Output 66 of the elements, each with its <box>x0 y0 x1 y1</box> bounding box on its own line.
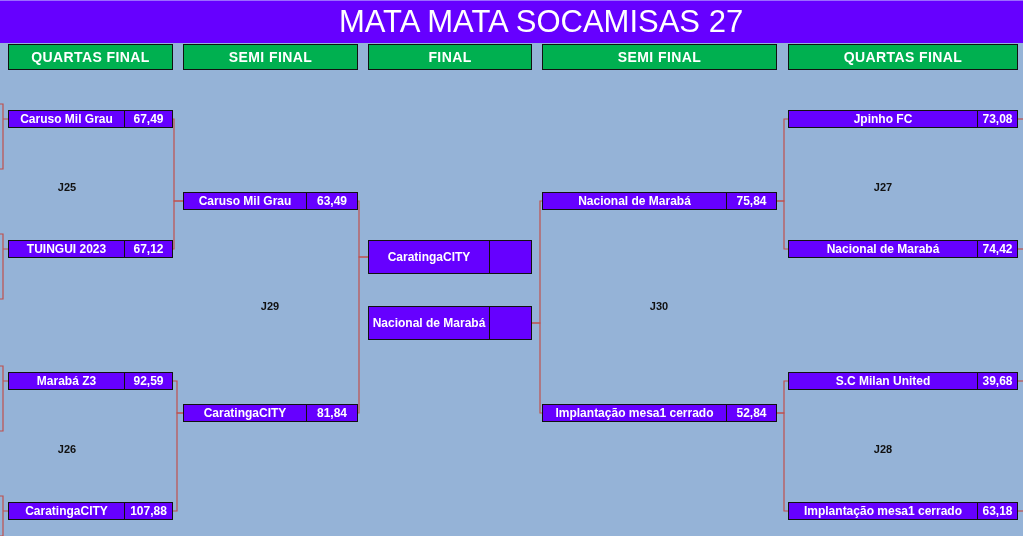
bracket-line <box>531 322 543 414</box>
round-header: QUARTAS FINAL <box>8 44 173 70</box>
score-cell: 74,42 <box>977 241 1017 257</box>
round-header: FINAL <box>368 44 532 70</box>
bracket-line <box>0 495 9 536</box>
team-name: CaratingaCITY <box>203 406 287 420</box>
score-cell: 92,59 <box>124 373 172 389</box>
team-name: TUINGUI 2023 <box>26 242 107 256</box>
match-label: J29 <box>260 300 280 312</box>
team-name: Caruso Mil Grau <box>20 112 113 126</box>
bracket-line <box>776 412 789 512</box>
round-header: SEMI FINAL <box>183 44 358 70</box>
bracket-slot <box>183 192 358 210</box>
bracket-slot <box>788 110 1018 128</box>
match-label: J30 <box>649 300 669 312</box>
bracket-line <box>1017 248 1023 250</box>
team-name: Nacional de Marabá <box>826 242 940 256</box>
bracket-line <box>1017 510 1023 512</box>
bracket-slot <box>368 306 532 340</box>
round-header: SEMI FINAL <box>542 44 777 70</box>
score-cell: 75,84 <box>726 193 776 209</box>
bracket-slot <box>8 240 173 258</box>
team-name: Jpinho FC <box>853 112 913 126</box>
bracket-slot <box>788 502 1018 520</box>
match-label: J27 <box>873 181 893 193</box>
bracket-line <box>357 256 369 414</box>
bracket-slot <box>788 372 1018 390</box>
team-name: CaratingaCITY <box>387 250 471 264</box>
bracket-slot <box>8 372 173 390</box>
team-name: Nacional de Marabá <box>578 194 691 208</box>
score-cell: 63,18 <box>977 503 1017 519</box>
team-name: Caruso Mil Grau <box>198 194 292 208</box>
bracket-line <box>0 365 9 432</box>
match-label: J28 <box>873 443 893 455</box>
bracket-line <box>0 103 9 170</box>
diagram-title: MATA MATA SOCAMISAS 27 <box>338 5 744 39</box>
team-name: S.C Milan United <box>835 374 931 388</box>
score-cell: 67,12 <box>124 241 172 257</box>
score-cell: 73,08 <box>977 111 1017 127</box>
bracket-line <box>776 200 789 250</box>
bracket-slot <box>368 240 532 274</box>
score-cell: 39,68 <box>977 373 1017 389</box>
score-cell: 63,49 <box>306 193 357 209</box>
bracket-line <box>0 233 9 300</box>
bracket-slot <box>8 110 173 128</box>
bracket-slot <box>542 404 777 422</box>
bracket-line <box>172 412 184 512</box>
bracket-slot <box>8 502 173 520</box>
bracket-line <box>1017 380 1023 382</box>
team-name: Nacional de Marabá <box>372 316 486 330</box>
bracket-slot <box>183 404 358 422</box>
score-cell: 81,84 <box>306 405 357 421</box>
team-name: Implantação mesa1 cerrado <box>555 406 714 420</box>
round-header: QUARTAS FINAL <box>788 44 1018 70</box>
bracket-slot <box>788 240 1018 258</box>
score-cell: 52,84 <box>726 405 776 421</box>
match-label: J26 <box>57 443 77 455</box>
score-cell: 67,49 <box>124 111 172 127</box>
team-name: Marabá Z3 <box>36 374 97 388</box>
bracket-line <box>1017 118 1023 120</box>
team-name: CaratingaCITY <box>25 504 108 518</box>
match-label: J25 <box>57 181 77 193</box>
team-name: Implantação mesa1 cerrado <box>803 504 963 518</box>
bracket-slot <box>542 192 777 210</box>
bracket-line <box>172 200 184 250</box>
score-cell: 107,88 <box>124 503 172 519</box>
